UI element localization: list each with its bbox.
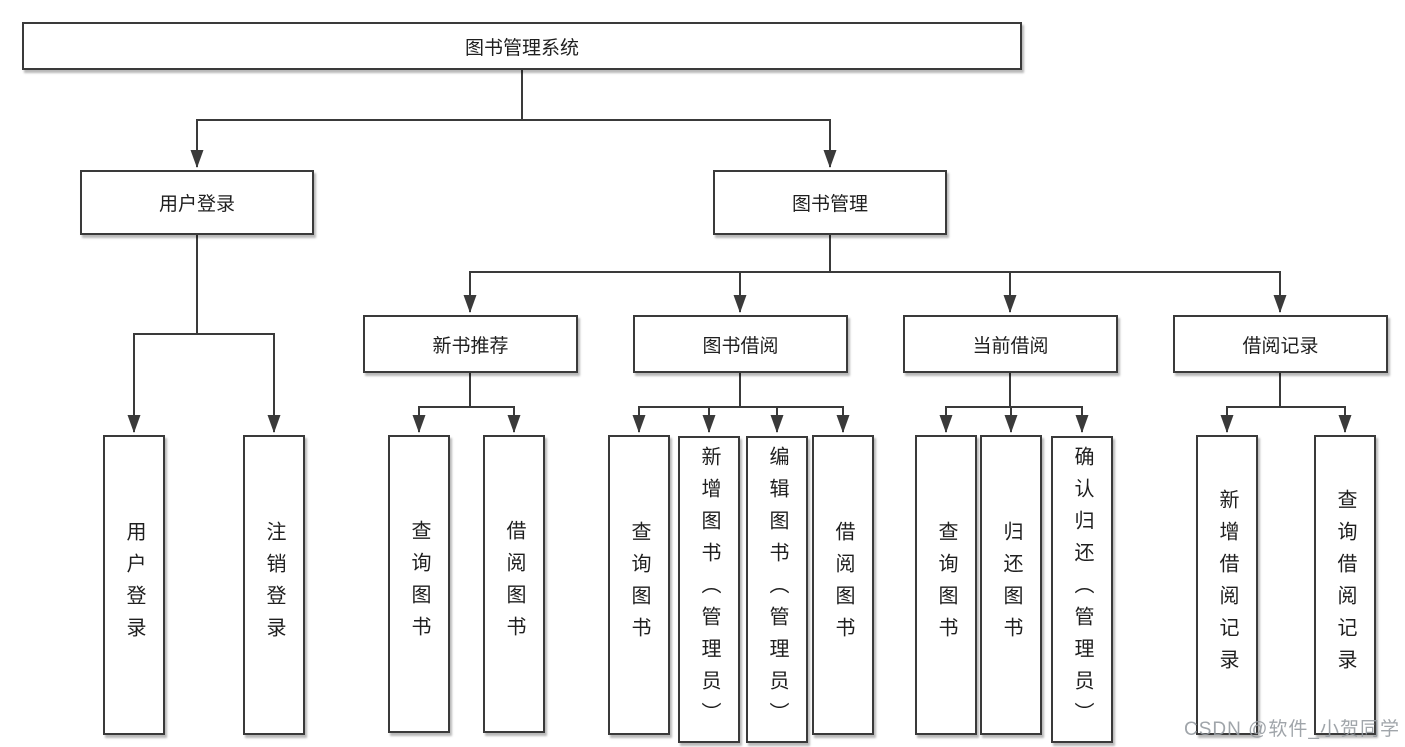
leaf-query-books-current: 查询图书	[915, 435, 977, 735]
leaf-confirm-return-admin: 确认归还（管理员）	[1051, 436, 1113, 743]
leaf-user-login: 用户登录	[103, 435, 165, 735]
leaf-borrow-books: 借阅图书	[812, 435, 874, 735]
leaf-logout: 注销登录	[243, 435, 305, 735]
node-current-borrow: 当前借阅	[903, 315, 1118, 373]
node-user-login: 用户登录	[80, 170, 314, 235]
leaf-query-books-recommend: 查询图书	[388, 435, 450, 733]
node-book-management-system: 图书管理系统	[22, 22, 1022, 70]
watermark: CSDN @软件_小贺同学	[1184, 719, 1400, 740]
node-new-book-recommend: 新书推荐	[363, 315, 578, 373]
leaf-query-books-borrow: 查询图书	[608, 435, 670, 735]
leaf-add-borrow-record: 新增借阅记录	[1196, 435, 1258, 735]
node-book-borrow: 图书借阅	[633, 315, 848, 373]
leaf-borrow-books-recommend: 借阅图书	[483, 435, 545, 733]
node-borrow-records: 借阅记录	[1173, 315, 1388, 373]
node-book-management: 图书管理	[713, 170, 947, 235]
leaf-return-books: 归还图书	[980, 435, 1042, 735]
leaf-edit-books-admin: 编辑图书（管理员）	[746, 436, 808, 743]
leaf-query-borrow-record: 查询借阅记录	[1314, 435, 1376, 735]
leaf-add-books-admin: 新增图书（管理员）	[678, 436, 740, 743]
